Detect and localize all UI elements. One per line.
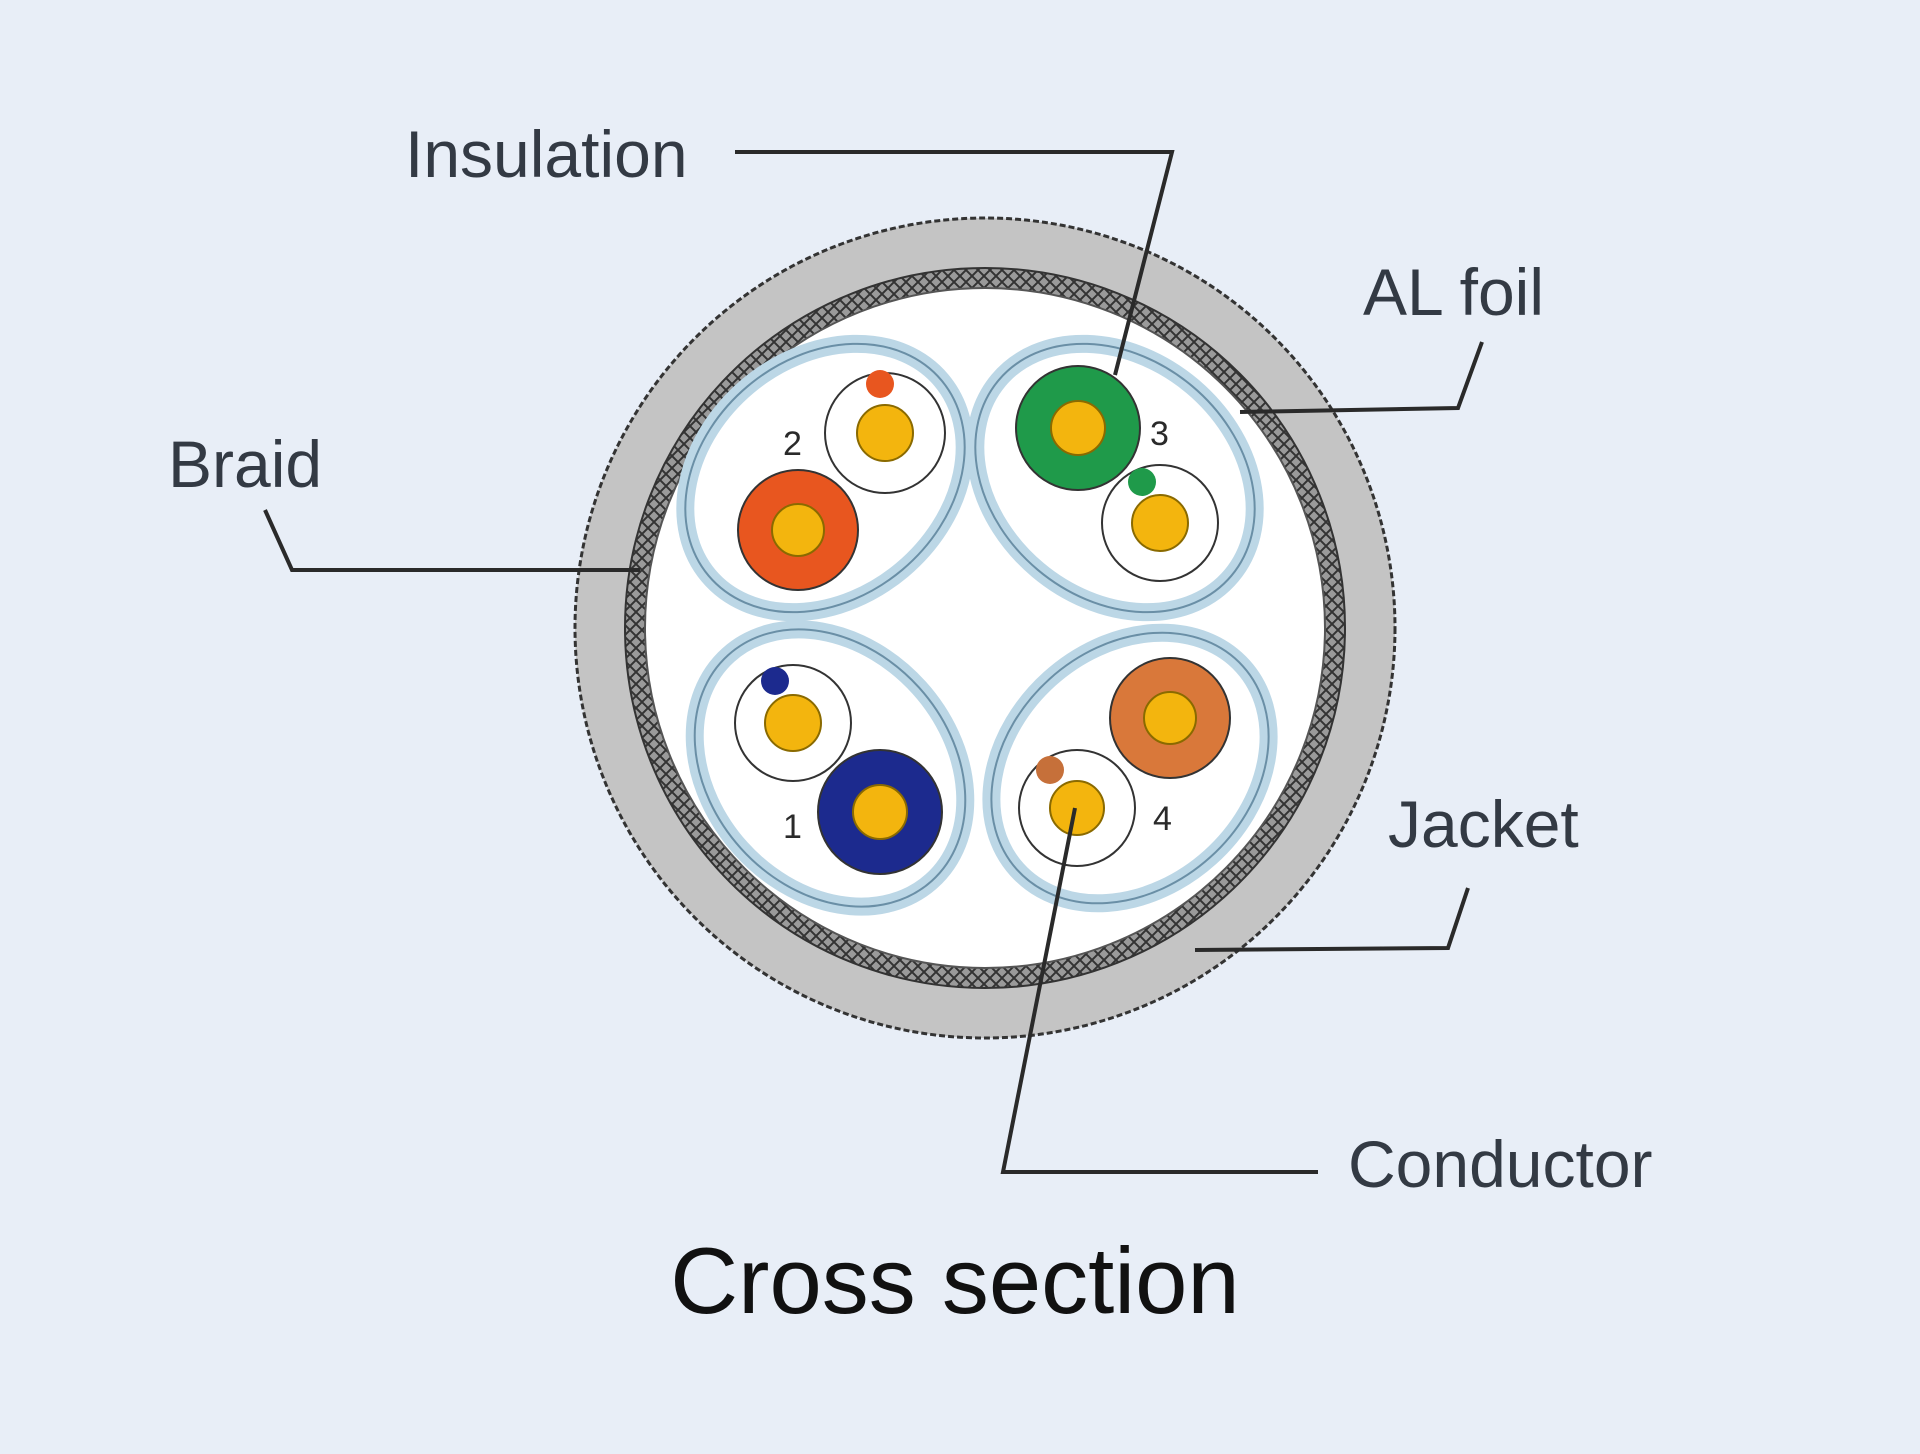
pair-2: 2 — [676, 334, 974, 622]
pair-1: 1 — [685, 620, 975, 916]
pair-1-number: 1 — [783, 808, 802, 846]
pair-1-stripe — [761, 667, 789, 695]
conductor-leader — [1000, 807, 1318, 1174]
pair-3-solid-conductor — [1050, 400, 1106, 456]
pair-3-number: 3 — [1150, 415, 1169, 453]
diagram-title: Cross section — [670, 1228, 1239, 1333]
pair-2-solid-conductor — [771, 503, 825, 557]
pair-4-stripe — [1036, 756, 1064, 784]
al-foil-leader — [1239, 341, 1484, 414]
pair-1-striped-conductor — [764, 694, 822, 752]
pair-3-striped-conductor — [1131, 494, 1189, 552]
pair-2-stripe — [866, 370, 894, 398]
insulation-leader — [735, 150, 1175, 376]
pair-2-number: 2 — [783, 425, 802, 463]
jacket-label: Jacket — [1388, 787, 1579, 861]
pair-3: 3 — [966, 334, 1264, 622]
al-foil-label: AL foil — [1363, 255, 1544, 329]
jacket-leader — [1194, 887, 1470, 952]
pair-4-striped-conductor — [1049, 780, 1105, 836]
pair-4: 4 — [982, 623, 1278, 913]
pair-3-stripe — [1128, 468, 1156, 496]
insulation-label: Insulation — [405, 117, 688, 191]
conductor-label: Conductor — [1348, 1127, 1653, 1201]
pair-4-solid-conductor — [1143, 691, 1197, 745]
braid-leader — [263, 509, 640, 572]
braid-label: Braid — [168, 427, 322, 501]
pair-4-number: 4 — [1153, 800, 1172, 838]
pair-2-striped-conductor — [856, 404, 914, 462]
pair-1-solid-conductor — [852, 784, 908, 840]
